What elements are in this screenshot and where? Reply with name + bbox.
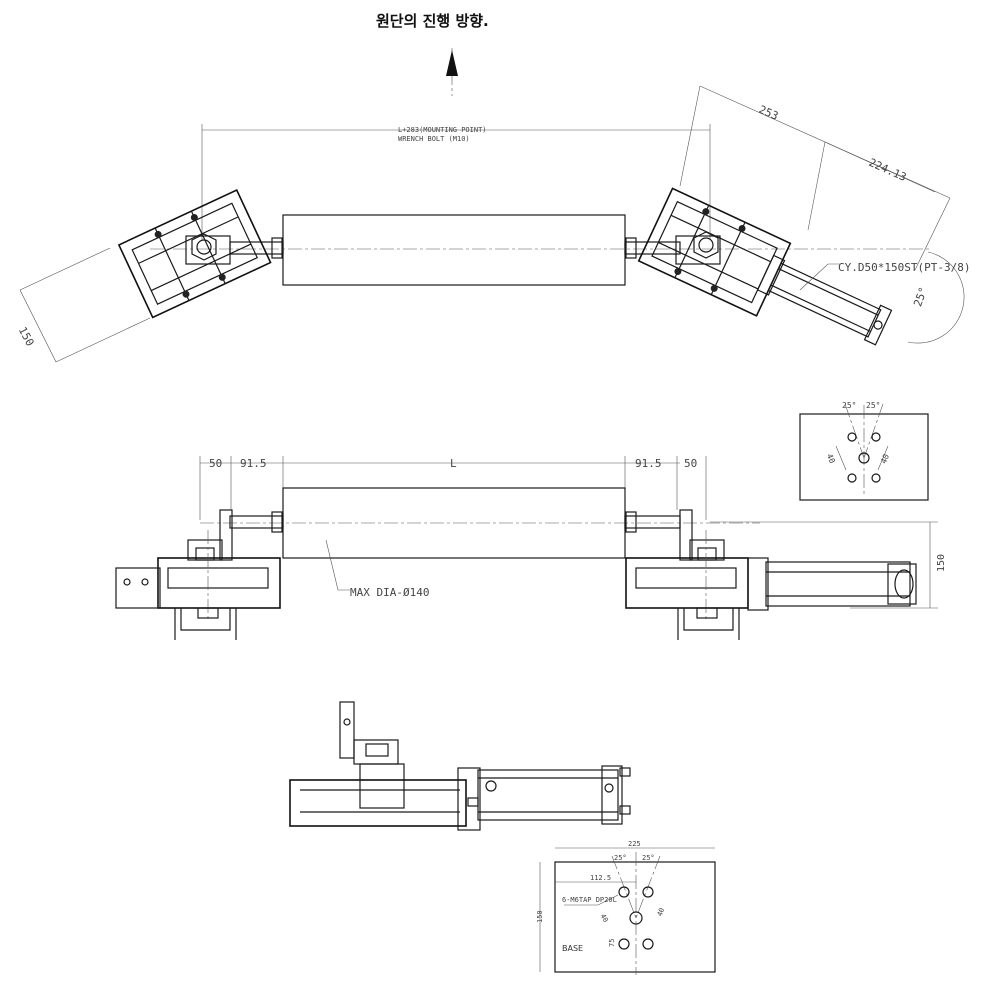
dim-91-left: 91.5 (240, 457, 267, 470)
max-dia-label: MAX DIA-Ø140 (350, 586, 429, 599)
base-dim-112: 112.5 (590, 874, 611, 882)
base-angle-left: 25° (614, 854, 627, 862)
direction-arrow-icon (446, 48, 458, 96)
dim-150-top: 150 (16, 325, 37, 349)
wrench-bolt-label: WRENCH BOLT (M10) (398, 135, 470, 143)
top-view: L+283(MOUNTING POINT) WRENCH BOLT (M10) (16, 85, 970, 363)
base-dim-40-a: 40 (599, 913, 610, 924)
cylinder-label: CY.D50*150ST(PT-3/8) (838, 261, 970, 274)
detail-angle-right: 25° (866, 401, 880, 410)
mounting-point-label: L+283(MOUNTING POINT) (398, 126, 487, 134)
detail-40-right: 40 (879, 453, 891, 465)
dim-253: 253 (757, 103, 780, 123)
dim-angle-top: 25° (911, 285, 930, 308)
base-plate: 225 150 25° 25° 112.5 6-M6TAP DP20L 40 4… (536, 840, 716, 975)
base-dim-75: 75 (608, 939, 616, 947)
base-dim-150: 150 (536, 910, 544, 923)
base-dim-225: 225 (628, 840, 641, 848)
dim-50-left: 50 (209, 457, 222, 470)
detail-40-left: 40 (825, 452, 837, 464)
roller-top (282, 214, 626, 286)
detail-angle-left: 25° (842, 401, 856, 410)
dim-L: L (450, 457, 457, 470)
right-frame-top (637, 187, 893, 346)
left-frame-top (117, 188, 272, 319)
side-view (289, 701, 631, 831)
front-view: 50 91.5 L 91.5 50 MAX DIA-Ø140 (115, 456, 947, 640)
dim-224: 224.13 (867, 156, 909, 184)
base-label: BASE (562, 944, 583, 953)
base-tap-label: 6-M6TAP DP20L (562, 896, 617, 904)
dim-91-right: 91.5 (635, 457, 662, 470)
direction-note: 원단의 진행 방향. (376, 12, 489, 30)
dim-50-right: 50 (684, 457, 697, 470)
dim-150-front: 150 (936, 554, 947, 572)
base-angle-right: 25° (642, 854, 655, 862)
hole-detail: 25° 25° 40 40 (799, 401, 929, 501)
base-dim-40-b: 40 (656, 907, 666, 918)
